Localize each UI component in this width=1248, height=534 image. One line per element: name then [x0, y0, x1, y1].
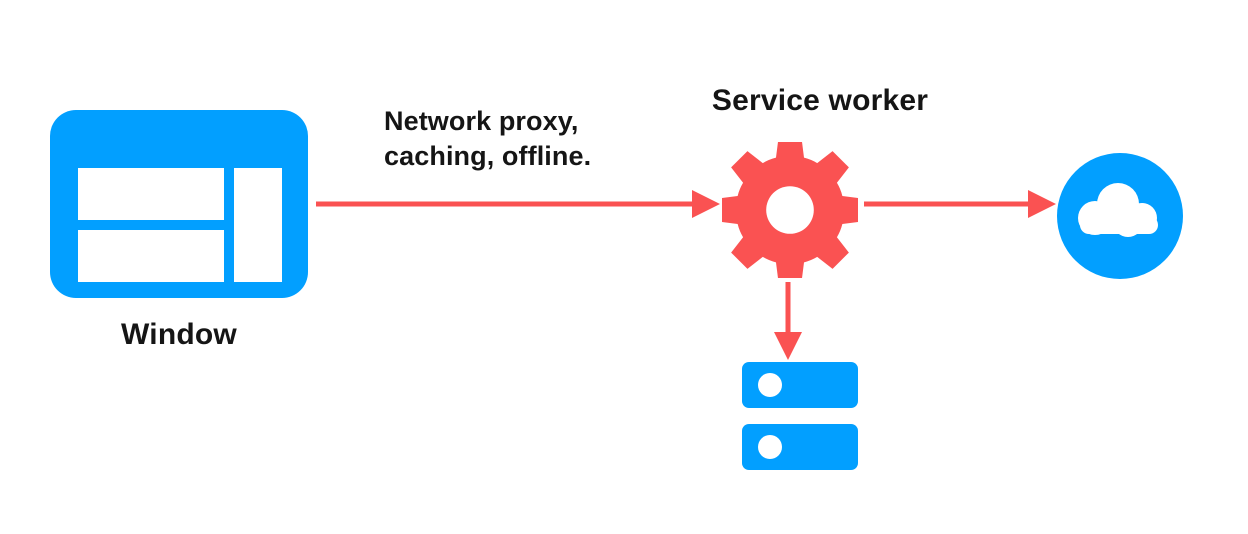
window-pane-right: [234, 168, 282, 282]
database-bar-bottom: [742, 424, 858, 470]
window-pane-top: [78, 168, 224, 220]
window-label: Window: [121, 318, 237, 351]
cloud-node[interactable]: [1056, 152, 1184, 280]
service-worker-title: Service worker: [711, 84, 929, 117]
arrow-window-to-service-worker: [316, 190, 720, 218]
browser-window-icon: [50, 110, 308, 298]
database-indicator-bottom: [758, 435, 782, 459]
window-pane-bottom: [78, 230, 224, 282]
network-proxy-caption: Network proxy, caching, offline.: [384, 106, 592, 172]
window-node[interactable]: [50, 110, 308, 298]
database-bar-top: [742, 362, 858, 408]
database-node[interactable]: [742, 362, 860, 470]
database-indicator-top: [758, 373, 782, 397]
arrow-service-worker-to-cloud: [864, 190, 1056, 218]
service-worker-node[interactable]: [718, 138, 862, 282]
gear-icon: [718, 138, 862, 282]
cloud-icon: [1057, 153, 1183, 279]
arrow-service-worker-to-database: [774, 282, 802, 360]
